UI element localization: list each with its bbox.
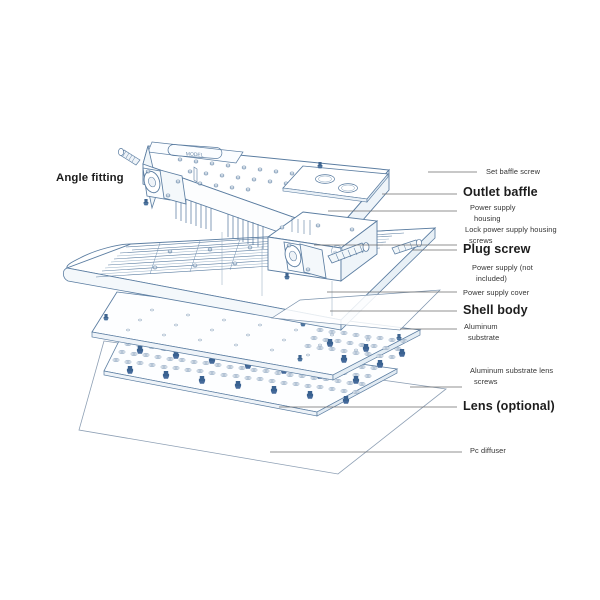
label-pc-diffuser: Pc diffuser [470,446,506,457]
label-line: Power supply (not [472,263,533,272]
leader-lines [270,171,477,453]
label-shell-body: Shell body [463,303,528,317]
label-line: Power supply [470,203,516,212]
label-line: Aluminum substrate lens [470,366,554,375]
label-line: Aluminum [464,322,498,331]
svg-text:MODEL: MODEL [186,151,204,158]
label-set-baffle-screw: Set baffle screw [486,167,540,178]
label-line: Outlet baffle [463,185,538,199]
plug-screw-left [118,148,141,166]
label-line: Lock power supply housing [465,225,557,234]
power-supply-cover [270,289,441,331]
assembly-guides [221,232,333,316]
label-line: screws [474,376,498,386]
outlet-baffle-plate [282,162,389,203]
label-power-supply-cover: Power supply cover [463,288,529,299]
label-line: Shell body [463,303,528,317]
label-plug-screw: Plug screw [463,242,531,256]
plug-screw-right [327,238,422,264]
label-line: Set baffle screw [486,167,541,176]
label-line: substrate [468,332,500,342]
label-line: screws [469,235,493,245]
label-line: Pc diffuser [470,446,506,455]
angle-fitting-right [283,241,327,280]
label-lens-optional: Lens (optional) [463,399,555,413]
label-line: Lens (optional) [463,399,555,413]
angle-fitting-left [118,148,187,206]
label-line: housing [474,213,501,223]
label-line: Angle fitting [56,172,124,184]
svg-text:ok: ok [333,249,337,254]
label-line: Power supply cover [463,288,530,297]
housing-top-boss: MODEL [147,141,244,164]
label-line: included) [476,273,507,283]
aluminum-substrate-plate [91,291,422,381]
label-line: Plug screw [463,242,531,256]
label-outlet-baffle: Outlet baffle [463,185,538,199]
label-angle-fitting: Angle fitting [56,172,124,184]
